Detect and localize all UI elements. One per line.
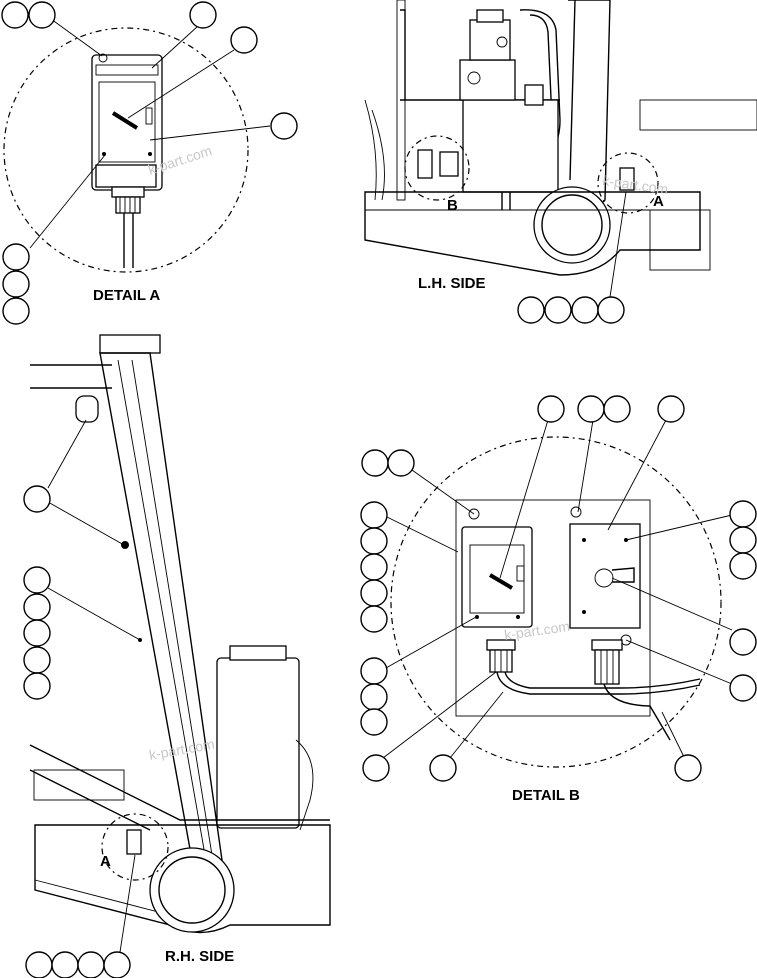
callout-balloon [361, 449, 389, 477]
rh-deck-plate [33, 769, 125, 801]
callout-balloon [729, 628, 757, 656]
callout-balloon [2, 270, 30, 298]
callout-balloon [360, 708, 388, 736]
callout-balloon [1, 1, 29, 29]
callout-balloon [360, 683, 388, 711]
detail-b-boundary [390, 436, 722, 768]
callout-balloon [28, 1, 56, 29]
rh-detail-a-callout [101, 813, 169, 881]
lh-side-view: B A k-part.com L.H. SIDE [364, 0, 757, 324]
callout-balloon [577, 395, 605, 423]
callout-balloon [360, 527, 388, 555]
callout-balloon [517, 296, 545, 324]
callout-balloon [2, 297, 30, 325]
callout-balloon [729, 552, 757, 580]
callout-balloon [360, 605, 388, 633]
detail-b-limit-switch [569, 523, 641, 629]
callout-balloon [537, 395, 565, 423]
detail-a-box-top-flange [95, 64, 159, 76]
callout-balloon [23, 619, 51, 647]
detail-b-cable-1 [496, 671, 701, 695]
callout-balloon [360, 553, 388, 581]
callout-balloon [729, 674, 757, 702]
callout-balloon [230, 26, 258, 54]
rh-side-title: R.H. SIDE [165, 948, 234, 965]
callout-balloon [360, 657, 388, 685]
rh-side-view: A k-part.com R.H. SIDE [23, 334, 331, 978]
callout-balloon [77, 951, 105, 978]
callout-balloon [603, 395, 631, 423]
lh-detail-b-callout [404, 135, 470, 201]
detail-b-screw-right [570, 506, 582, 518]
detail-b-mounting-plate [455, 499, 651, 717]
callout-balloon [2, 243, 30, 271]
detail-b-screw-left [468, 508, 480, 520]
rh-beacon [75, 395, 99, 423]
lh-marker-a: A [653, 193, 664, 210]
rh-boom-cap [99, 334, 161, 354]
rh-marker-a: A [100, 853, 111, 870]
callout-balloon [23, 485, 51, 513]
detail-b-title: DETAIL B [512, 787, 580, 804]
callout-balloon [51, 951, 79, 978]
detail-b-toggle-lever [488, 573, 514, 590]
callout-balloon [189, 1, 217, 29]
callout-balloon [729, 500, 757, 528]
rh-hydraulic-tank [216, 657, 300, 829]
detail-b-view: k-part.com DETAI [360, 395, 757, 804]
callout-balloon [387, 449, 415, 477]
watermark: k-part.com [148, 736, 216, 763]
rh-pivot-hub [149, 847, 235, 933]
callout-balloon [23, 566, 51, 594]
detail-b-connector-nut-right [591, 639, 623, 651]
callout-balloon [597, 296, 625, 324]
detail-a-toggle-lever [111, 111, 139, 130]
detail-a-screw-bottom-right [148, 152, 152, 156]
callout-balloon [23, 672, 51, 700]
callout-balloon [23, 593, 51, 621]
lh-chassis [364, 191, 701, 276]
callout-balloon [360, 501, 388, 529]
lh-detail-a-callout [597, 152, 659, 214]
callout-balloon [25, 951, 53, 978]
callout-balloon [674, 754, 702, 782]
detail-a-connector-gland [115, 196, 141, 214]
detail-a-view: k-part.com DETAIL A [1, 1, 298, 325]
callout-balloon [362, 754, 390, 782]
callout-balloon [429, 754, 457, 782]
detail-a-connector-nut [111, 186, 145, 198]
lh-platform [639, 99, 757, 131]
detail-a-screw-bottom-left [102, 152, 106, 156]
lh-hydraulic-tank [462, 99, 559, 193]
lh-pivot-hub [533, 186, 611, 264]
detail-a-screw-top [98, 53, 108, 63]
detail-b-cable-2 [603, 683, 671, 741]
lh-marker-b: B [447, 197, 458, 214]
lh-valve-block [469, 19, 511, 61]
callout-balloon [360, 579, 388, 607]
detail-a-indicator [145, 107, 153, 125]
detail-a-title: DETAIL A [93, 287, 160, 304]
watermark: k-part.com [602, 172, 670, 197]
callout-balloon [23, 646, 51, 674]
lh-side-title: L.H. SIDE [418, 275, 486, 292]
lh-pump-body [459, 59, 516, 101]
callout-balloon [729, 526, 757, 554]
detail-a-switch-face [98, 81, 156, 163]
callout-balloon [103, 951, 131, 978]
callout-balloon [270, 112, 298, 140]
detail-a-boundary [3, 27, 249, 273]
callout-balloon [571, 296, 599, 324]
callout-balloon [544, 296, 572, 324]
callout-balloon [657, 395, 685, 423]
